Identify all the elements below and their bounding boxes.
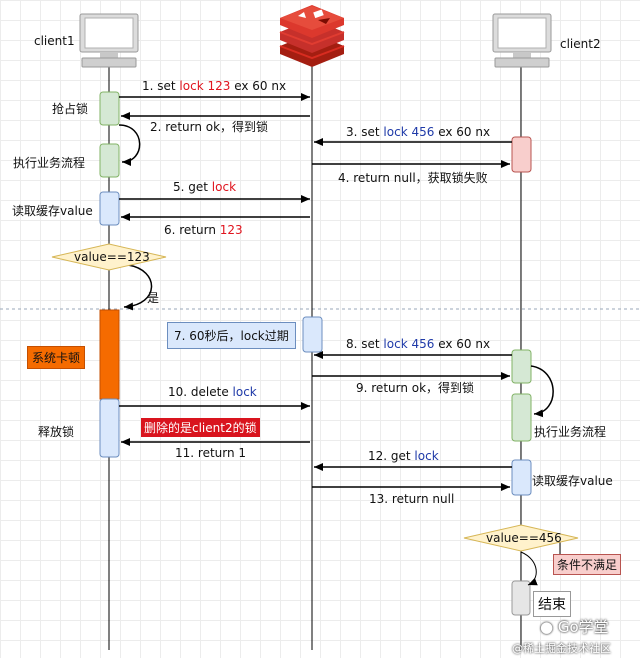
actor-client2: client2 (560, 37, 601, 51)
condition-diamond-1 (51, 243, 167, 271)
label-yes: 是 (147, 291, 160, 305)
self-loop-arrow-client2 (530, 365, 554, 418)
message-part: lock 456 (383, 125, 434, 139)
redis-icon (279, 5, 345, 67)
computer-icon (492, 13, 552, 68)
activation-read-cache (99, 191, 120, 226)
message-part: lock (414, 449, 438, 463)
condition-diamond-2 (463, 524, 579, 552)
message-part: 1. set (142, 79, 179, 93)
message-label-m1: 1. set lock 123 ex 60 nx (142, 79, 286, 93)
activation-client2-set-fail (511, 136, 532, 173)
activation-client2-read (511, 459, 532, 496)
self-loop-arrow-client1 (118, 124, 141, 166)
message-label-m11: 11. return 1 (175, 446, 246, 460)
watermark-brand: ● Go学堂 (540, 616, 609, 637)
message-label-m3: 3. set lock 456 ex 60 nx (346, 125, 490, 139)
message-part: ex 60 nx (230, 79, 286, 93)
label-condition-not-met: 条件不满足 (553, 554, 622, 575)
message-part: 2. return ok，得到锁 (150, 119, 268, 134)
message-label-m5: 5. get lock (173, 180, 236, 194)
message-part: ex 60 nx (434, 337, 490, 351)
watermark-brand-text: Go学堂 (557, 618, 609, 636)
message-part: lock (233, 385, 257, 399)
label-system-stuck: 系统卡顿 (27, 346, 86, 369)
message-part: 10. delete (168, 385, 233, 399)
message-label-m4: 4. return null，获取锁失败 (338, 170, 488, 185)
activation-grab-lock (99, 91, 120, 126)
message-part: 8. set (346, 337, 383, 351)
message-part: ex 60 nx (434, 125, 490, 139)
message-part: 3. set (346, 125, 383, 139)
message-part: lock 456 (383, 337, 434, 351)
watermark-site: @稀土掘金技术社区 (512, 642, 611, 655)
label-release-lock: 释放锁 (38, 425, 75, 439)
label-end: 结束 (533, 591, 571, 617)
message-part: 13. return null (369, 492, 454, 506)
activation-client2-grab (511, 349, 532, 384)
actor-client1: client1 (34, 34, 75, 48)
computer-icon (79, 13, 139, 68)
message-label-m13: 13. return null (369, 492, 454, 506)
label-deleted-client2: 删除的是client2的锁 (141, 418, 260, 437)
activation-system-stuck (99, 309, 120, 400)
self-loop-arrow-condition (123, 264, 153, 311)
message-label-m10: 10. delete lock (168, 385, 257, 399)
message-part: 4. return null，获取锁失败 (338, 170, 488, 185)
label-grab-lock: 抢占锁 (52, 102, 89, 116)
label-expire: 7. 60秒后，lock过期 (167, 322, 296, 349)
activation-redis-expire (302, 316, 323, 353)
message-part: lock 123 (179, 79, 230, 93)
label-read-cache-1: 读取缓存value (12, 204, 93, 218)
message-part: 9. return ok，得到锁 (356, 380, 474, 395)
message-part: 123 (220, 223, 243, 237)
label-read-cache-2: 读取缓存value (532, 474, 613, 488)
wechat-icon: ● (540, 618, 554, 636)
label-exec-business-1: 执行业务流程 (13, 156, 86, 170)
message-part: lock (212, 180, 236, 194)
message-label-m9: 9. return ok，得到锁 (356, 380, 474, 395)
message-part: 6. return (164, 223, 220, 237)
activation-client2-exec (511, 393, 532, 442)
message-part: 11. return 1 (175, 446, 246, 460)
message-label-m12: 12. get lock (368, 449, 439, 463)
message-label-m6: 6. return 123 (164, 223, 243, 237)
label-condition-2: value==456 (486, 531, 562, 545)
message-part: 5. get (173, 180, 212, 194)
message-label-m8: 8. set lock 456 ex 60 nx (346, 337, 490, 351)
message-part: 12. get (368, 449, 414, 463)
message-label-m2: 2. return ok，得到锁 (150, 119, 268, 134)
activation-exec-business (99, 143, 120, 178)
label-exec-business-2: 执行业务流程 (534, 425, 607, 439)
label-condition-1: value==123 (74, 250, 150, 264)
condition-to-end-arrow (520, 551, 538, 586)
activation-release-lock (99, 398, 120, 458)
activation-client2-end (511, 580, 531, 616)
